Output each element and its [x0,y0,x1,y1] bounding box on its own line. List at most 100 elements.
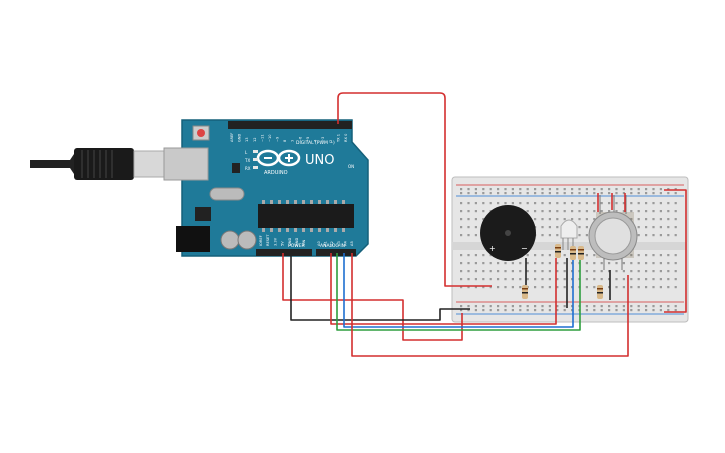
pin-label: ~10 [268,134,272,142]
breadboard-hole [526,202,529,205]
breadboard-hole [615,286,618,289]
breadboard-hole [482,210,485,213]
breadboard-hole [548,188,551,191]
breadboard-hole [548,218,551,221]
breadboard-hole [667,192,670,195]
breadboard-hole [497,202,500,205]
breadboard-hole [630,192,633,195]
breadboard-hole [608,286,611,289]
power-header-label: POWER [288,243,305,249]
breadboard-hole [600,192,603,195]
breadboard-hole [548,270,551,273]
breadboard-hole [659,270,662,273]
breadboard-hole [652,226,655,229]
breadboard-hole [667,286,670,289]
breadboard-hole [497,309,500,312]
breadboard-hole [593,305,596,308]
breadboard-hole [659,218,662,221]
breadboard-hole [637,188,640,191]
breadboard-hole [585,305,588,308]
breadboard-hole [474,192,477,195]
breadboard-hole [563,286,566,289]
breadboard-hole [630,270,633,273]
breadboard-hole [585,254,588,257]
pin-label: VIN [302,239,306,246]
breadboard-hole [467,234,470,237]
pin-label: 13 [245,137,249,142]
breadboard-hole [667,188,670,191]
breadboard-hole [526,309,529,312]
resistor [555,244,561,258]
breadboard-hole [622,192,625,195]
breadboard-hole [504,188,507,191]
breadboard-hole [645,278,648,281]
breadboard-hole [622,188,625,191]
breadboard-hole [615,188,618,191]
breadboard-hole [563,202,566,205]
breadboard-hole [563,254,566,257]
breadboard-hole [659,234,662,237]
breadboard-hole [460,218,463,221]
breadboard-hole [637,254,640,257]
breadboard-hole [667,278,670,281]
breadboard-hole [541,210,544,213]
breadboard-hole [645,286,648,289]
breadboard-hole [585,202,588,205]
breadboard-hole [652,278,655,281]
breadboard-hole [674,234,677,237]
breadboard-hole [571,188,574,191]
breadboard-hole [474,270,477,273]
breadboard-hole [504,286,507,289]
breadboard-hole [482,254,485,257]
breadboard-hole [519,278,522,281]
breadboard-hole [556,218,559,221]
breadboard-hole [600,278,603,281]
breadboard-hole [645,234,648,237]
board-led [253,158,258,161]
breadboard-hole [541,188,544,191]
piezo-buzzer: + − [480,205,536,261]
breadboard-hole [645,226,648,229]
breadboard-hole [585,262,588,265]
breadboard-hole [467,262,470,265]
breadboard-hole [659,278,662,281]
breadboard-hole [593,188,596,191]
breadboard-hole [659,305,662,308]
breadboard-hole [489,278,492,281]
breadboard-hole [534,278,537,281]
breadboard-hole [571,270,574,273]
breadboard-hole [541,254,544,257]
breadboard-hole [637,202,640,205]
breadboard-hole [585,210,588,213]
breadboard-hole [548,192,551,195]
breadboard-hole [578,210,581,213]
pin-label: AREF [230,133,234,142]
breadboard-hole [630,210,633,213]
breadboard-hole [497,188,500,191]
breadboard-hole [645,270,648,273]
breadboard-hole [667,226,670,229]
breadboard-hole [474,226,477,229]
board-led [253,150,258,153]
breadboard-hole [674,270,677,273]
breadboard-hole [460,188,463,191]
breadboard-hole [563,309,566,312]
breadboard-hole [674,226,677,229]
digital-header-label: DIGITAL (PWM ~) [296,140,335,146]
breadboard-hole [600,262,603,265]
board-brand: UNO [305,153,334,168]
breadboard-hole [504,309,507,312]
breadboard-hole [548,286,551,289]
breadboard-hole [674,188,677,191]
resistor [597,285,603,299]
wire-green [336,253,581,331]
breadboard-hole [659,286,662,289]
breadboard-hole [511,192,514,195]
breadboard-hole [519,202,522,205]
breadboard-hole [667,210,670,213]
breadboard-hole [615,210,618,213]
breadboard-hole [541,286,544,289]
breadboard-hole [674,210,677,213]
